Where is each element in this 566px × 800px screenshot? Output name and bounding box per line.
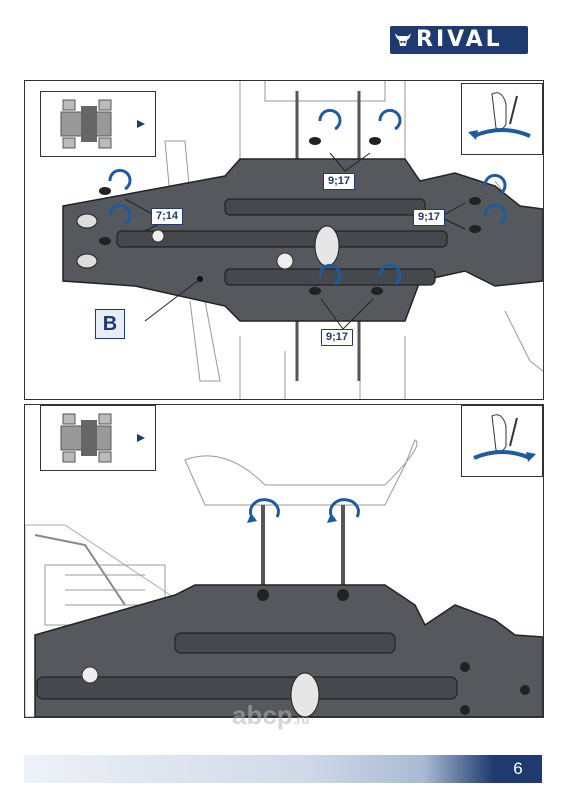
brand-name: RIVAL [416, 27, 503, 52]
atv-top-view-icon [60, 99, 145, 149]
bolt-size-callout: 7;14 [151, 208, 184, 225]
bull-head-icon [390, 26, 416, 54]
step1-tool-hint [461, 83, 543, 155]
step1-drawing [62, 81, 543, 399]
page-number: 6 [494, 755, 542, 783]
atv-top-view-icon [60, 413, 145, 463]
footer-bar [24, 755, 494, 783]
hand-wrench-tighten-icon [473, 414, 536, 462]
step1-orientation-thumbnail [40, 91, 156, 157]
step1-diagram: 9;17 7;14 9;17 9;17 B [24, 80, 544, 400]
step2-diagram [24, 404, 544, 718]
bolt-size-callout: 9;17 [321, 329, 354, 346]
brand-logo: RIVAL [390, 26, 528, 54]
bolt-size-callout: 9;17 [413, 209, 446, 226]
hand-wrench-loosen-icon [468, 92, 531, 140]
watermark: abcp.ru [232, 700, 310, 730]
bolt-size-callout: 9;17 [323, 173, 356, 190]
part-label: B [95, 309, 125, 339]
step2-drawing [25, 439, 543, 717]
step2-orientation-thumbnail [40, 405, 156, 471]
step2-tool-hint [461, 405, 543, 477]
